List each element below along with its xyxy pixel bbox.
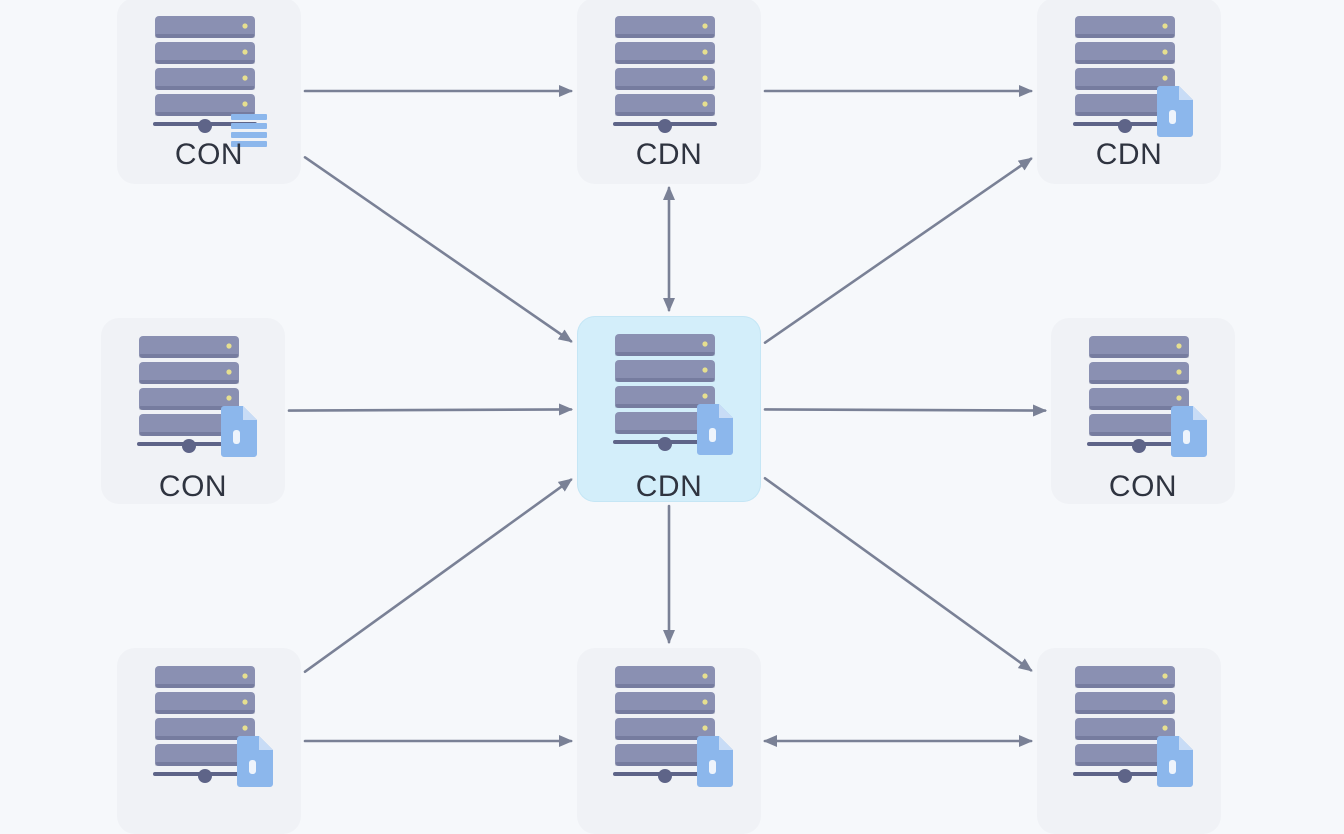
node-label: CON [174, 138, 244, 171]
server-document-icon [1073, 16, 1193, 137]
edge-n7-n5 [303, 478, 573, 674]
node-label: CDN [1095, 138, 1163, 171]
server-document-icon [1073, 666, 1193, 787]
node-cdn-top-right: CDN [1037, 0, 1221, 184]
node-label: CDN [635, 470, 703, 503]
edge-n1-n5 [303, 156, 573, 343]
node-con-top-left: CON [117, 0, 301, 184]
node-bottom-left [117, 648, 301, 834]
server-document-icon [137, 336, 257, 457]
server-document-icon [153, 666, 273, 787]
node-con-middle-left: CON [101, 318, 285, 504]
server-document-icon [613, 334, 733, 455]
node-con-middle-right: CON [1051, 318, 1235, 504]
edge-n4-n5 [287, 403, 573, 416]
edges-layer [287, 85, 1047, 747]
node-bottom-center [577, 648, 761, 834]
node-bottom-right [1037, 648, 1221, 834]
server-document-icon [613, 666, 733, 787]
server-icon [613, 16, 717, 133]
edge-n5-n9 [763, 476, 1033, 672]
node-cdn-hub: CDN [577, 316, 761, 503]
server-list-icon [153, 16, 267, 147]
node-label: CDN [635, 138, 703, 171]
edge-n5-n6 [763, 404, 1047, 417]
node-cdn-top-center: CDN [577, 0, 761, 184]
node-label: CON [1108, 470, 1178, 503]
edge-n5-n3 [763, 157, 1033, 344]
node-label: CON [158, 470, 228, 503]
server-document-icon [1087, 336, 1207, 457]
cdn-network-diagram: CON CDN CDN CON CDN CON [101, 0, 1235, 787]
